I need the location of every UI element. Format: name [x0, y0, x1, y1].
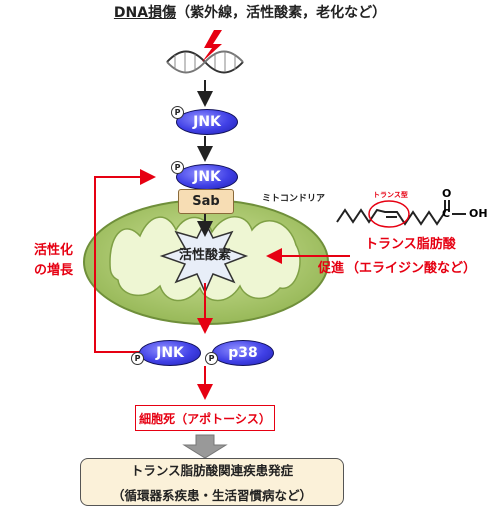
- apoptosis-box: 細胞死（アポトーシス）: [135, 405, 275, 431]
- sab-box: Sab: [178, 189, 234, 214]
- p38: p38: [212, 340, 274, 366]
- block-arrow: [182, 434, 228, 459]
- trans-fat-name: トランス脂肪酸: [365, 237, 456, 252]
- trans-type-label: トランス型: [373, 191, 408, 199]
- trans-fat-example: （エライジン酸など）: [346, 261, 477, 276]
- lightning-icon: [202, 30, 222, 62]
- mitochondria-label: ミトコンドリア: [262, 194, 326, 204]
- ros-label: 活性酸素: [178, 248, 231, 263]
- jnk-bottom: JNK: [139, 340, 201, 366]
- jnk-mid: JNK: [176, 164, 238, 190]
- carboxyl-label: C: [442, 207, 451, 220]
- disease-box: トランス脂肪酸関連疾患発症 （循環器系疾患・生活習慣病など）: [80, 458, 344, 506]
- disease-line-2: （循環器系疾患・生活習慣病など）: [111, 488, 312, 503]
- elaidic-acid-structure: [336, 200, 466, 228]
- oxygen-label: O: [442, 187, 452, 200]
- feedback-label-2: の増長: [34, 263, 74, 278]
- dna-helix-icon: [166, 50, 244, 74]
- phospho-icon: P: [205, 352, 218, 365]
- page-title: DNA損傷（紫外線，活性酸素，老化など）: [113, 5, 387, 21]
- trans-highlight-circle: [368, 200, 410, 228]
- phospho-icon: P: [171, 106, 184, 119]
- disease-line-1: トランス脂肪酸関連疾患発症: [130, 463, 294, 478]
- promote-label: 促進: [318, 261, 345, 276]
- feedback-loop-arrow: [94, 169, 156, 353]
- phospho-icon: P: [131, 352, 144, 365]
- oh-label: OH: [469, 207, 488, 220]
- feedback-label-1: 活性化: [34, 243, 74, 258]
- jnk-top: JNK: [176, 109, 238, 135]
- phospho-icon: P: [171, 161, 184, 174]
